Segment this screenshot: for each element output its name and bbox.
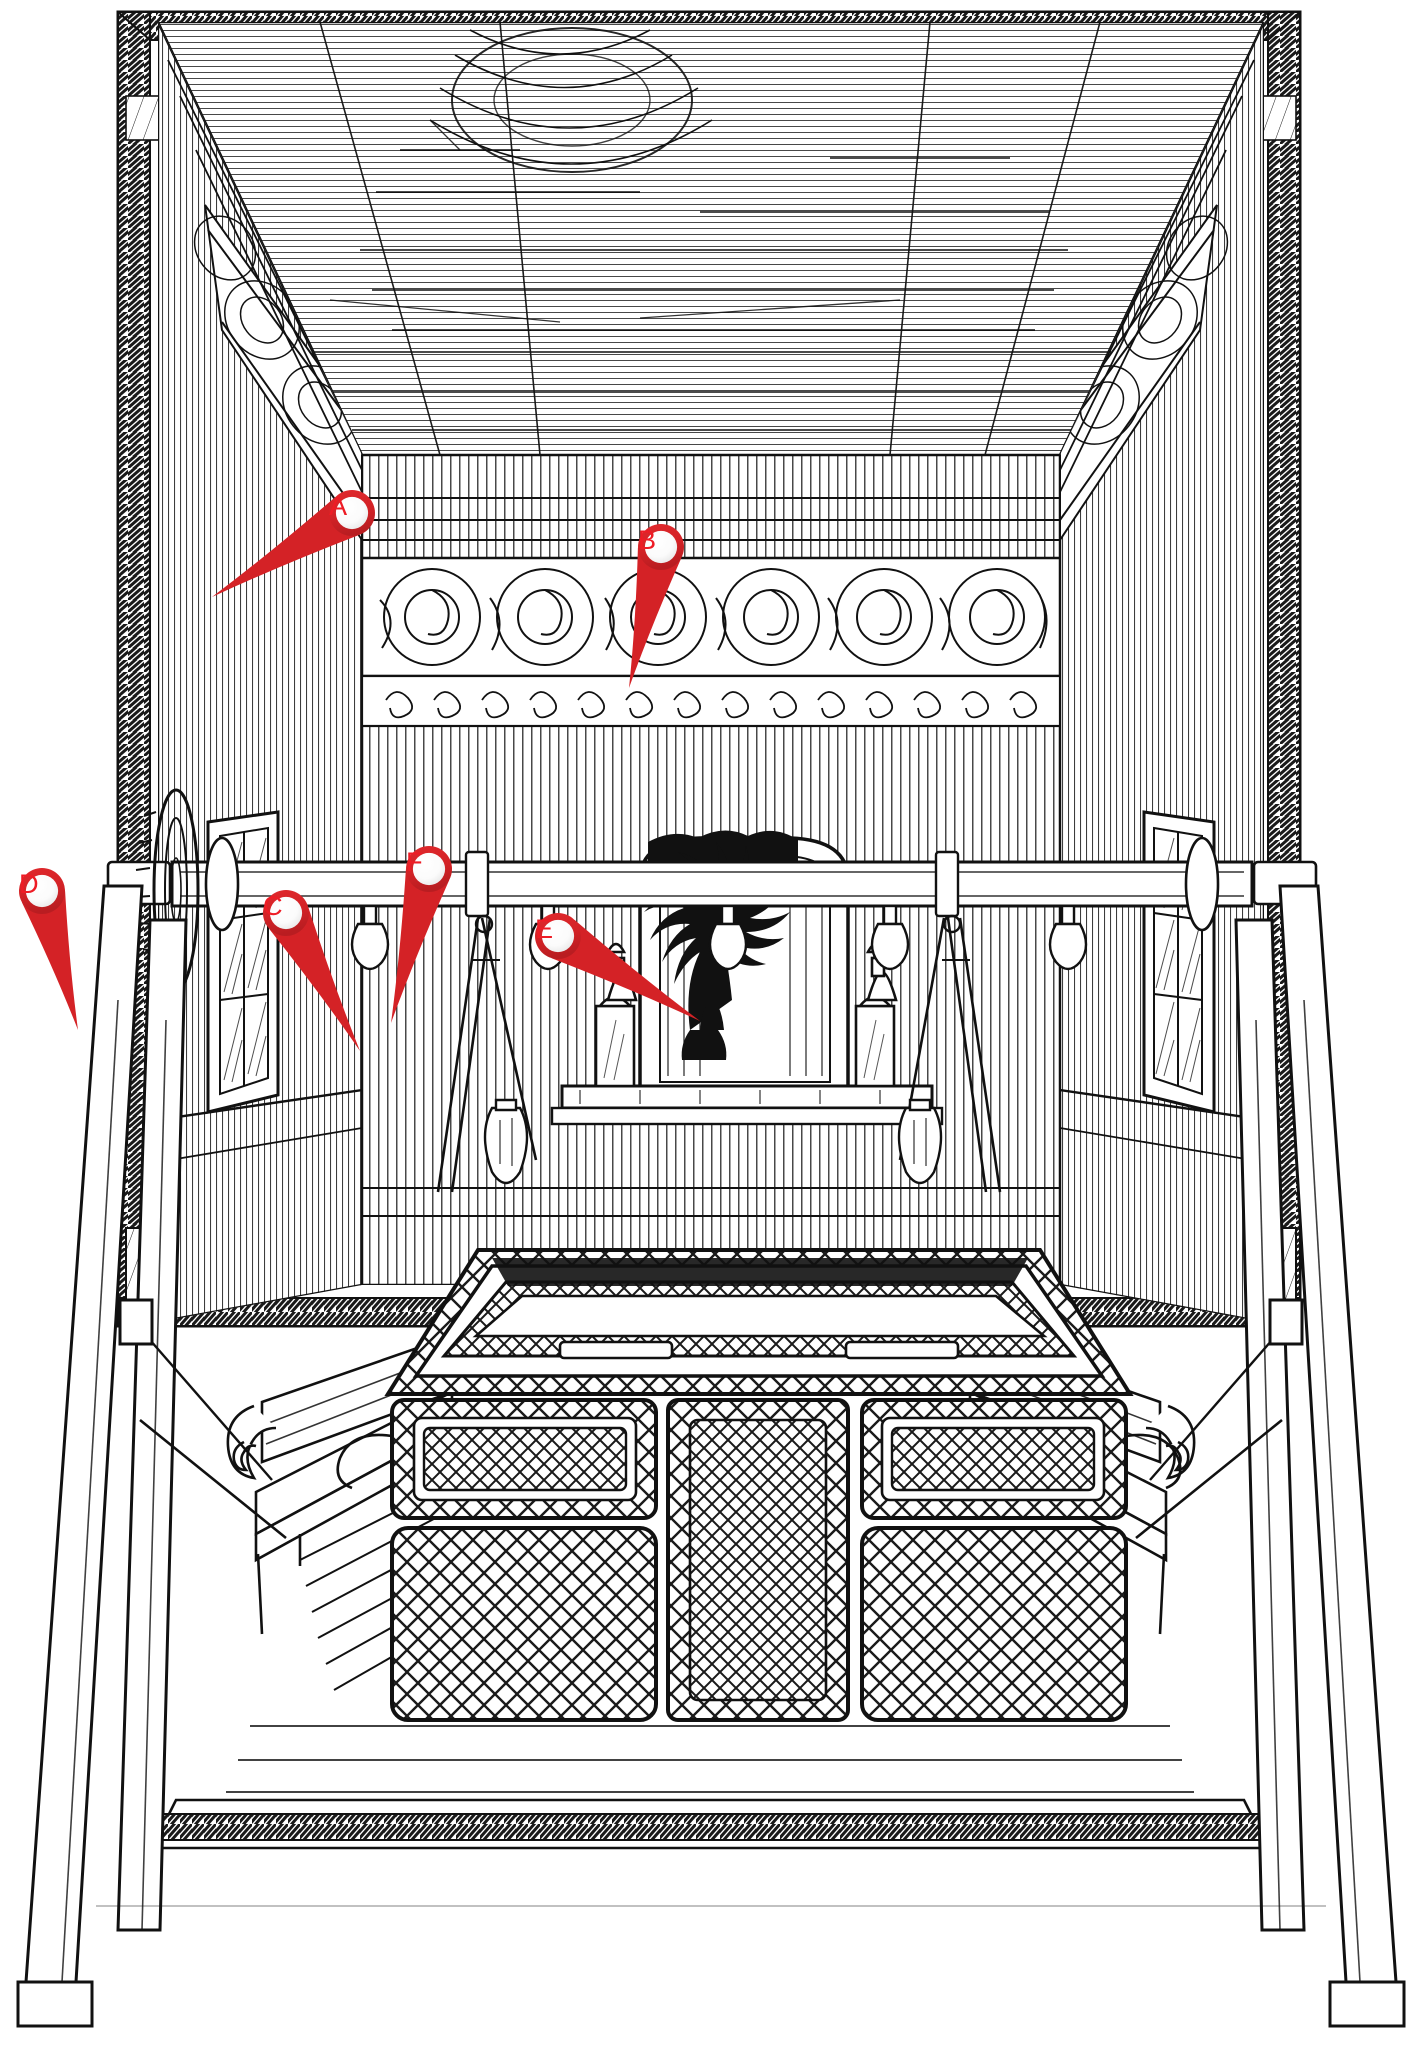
vase-left [594,942,638,1088]
annotation-pin-face-d [25,874,59,908]
right-side-wall [1060,22,1264,1322]
suspension-straps [436,914,1002,1193]
trestle-legs [16,884,1406,2028]
console-shelf [550,942,944,1126]
trestle-braces [96,1418,1326,1907]
annotation-pin-face-a [335,496,369,530]
annotation-pin-c[interactable] [263,890,360,1051]
annotation-pin-a[interactable] [212,490,375,597]
annotation-pin-d[interactable] [19,868,78,1030]
annotation-pin-tail-f [391,869,450,1023]
annotation-pin-face-f [412,852,446,886]
annotation-pin-b[interactable] [629,524,684,688]
annotation-pin-tail-a [212,496,359,597]
frieze-scroll-band [362,674,1060,728]
annotation-pin-tail-e [551,919,700,1021]
annotation-pin-face-c [269,896,303,930]
annotation-pin-e[interactable] [535,913,700,1021]
annotation-pin-tail-c [269,907,360,1051]
annotation-pin-layer [19,490,700,1051]
annotation-pin-f[interactable] [391,846,452,1023]
annotation-pin-face-e [541,919,575,953]
frieze-band [362,556,1060,678]
annotation-pin-tail-d [21,891,78,1030]
annotation-pin-tail-b [629,547,682,688]
annotation-pin-face-b [644,530,678,564]
lattice-seat-unit [336,1248,1182,1722]
